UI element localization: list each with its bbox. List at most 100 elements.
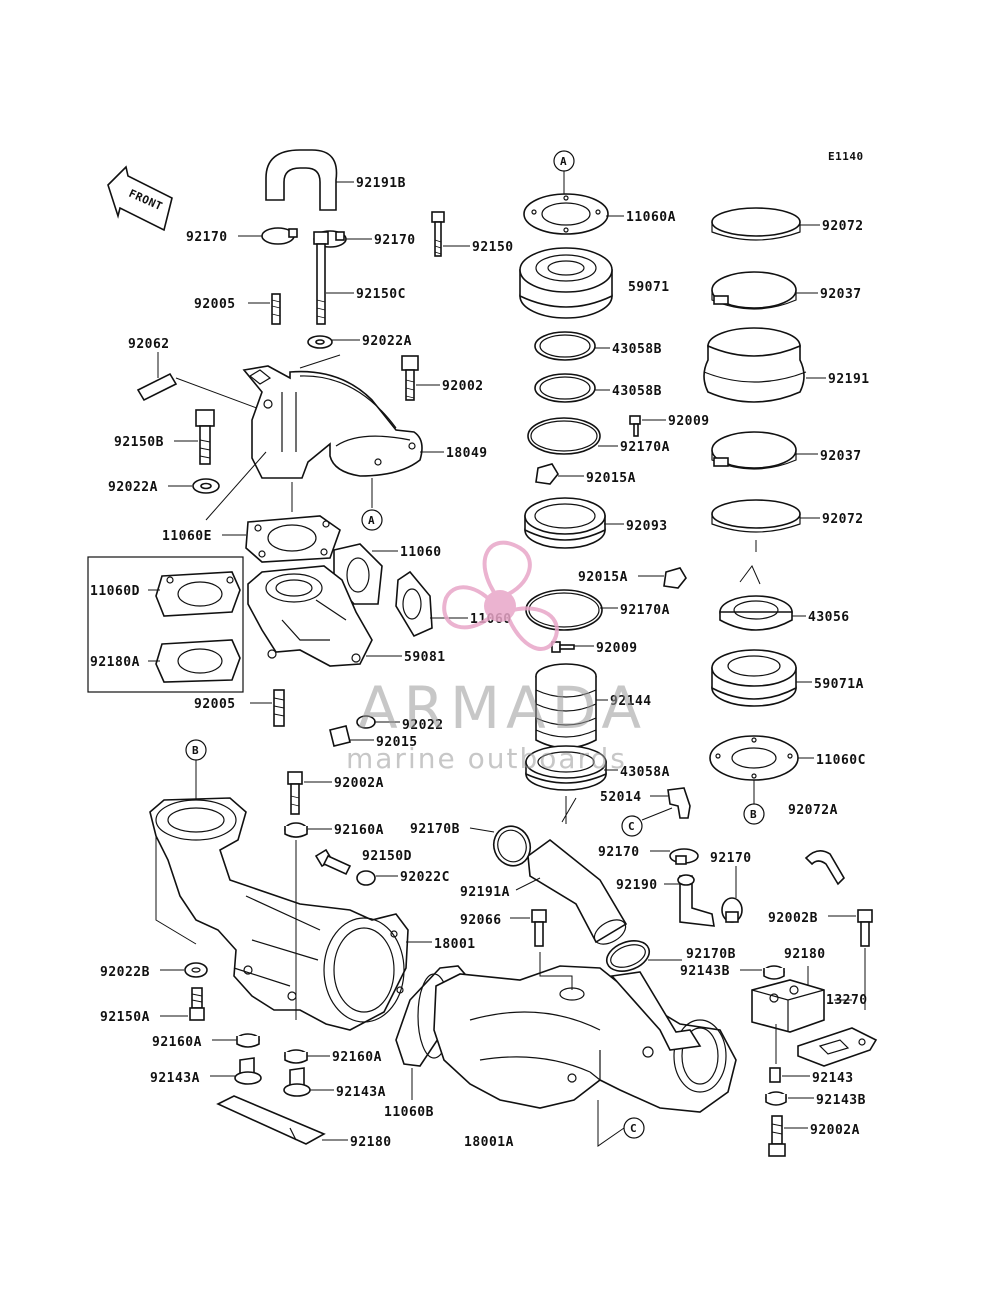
label-92180-right: 92180 [784,947,826,962]
label-92009-top: 92009 [668,414,710,429]
washer-92022C [356,870,376,886]
label-92160A-mid: 92160A [332,1050,382,1065]
label-92015A-b: 92015A [578,570,628,585]
label-92093: 92093 [626,519,668,534]
gasket-11060E [245,515,341,563]
label-92072-a: 92072 [822,219,864,234]
bolt-92002A-left [287,771,303,815]
label-92170-left: 92170 [186,230,228,245]
label-13270: 13270 [826,993,868,1008]
nut-92015A-b [663,567,687,589]
label-92022: 92022 [402,718,444,733]
gasket-11060D [155,571,241,617]
label-92037-b: 92037 [820,449,862,464]
screw-92009-lower [551,641,575,653]
housing-18001A [433,965,737,1113]
label-18049: 18049 [446,446,488,461]
mount-92143A-right [283,1067,311,1097]
pin-92062 [136,372,178,402]
label-92022B: 92022B [100,965,150,980]
clamp-92170A-a [527,417,601,455]
housing-59071 [519,247,613,319]
label-92170A-a: 92170A [620,440,670,455]
label-92191A: 92191A [460,885,510,900]
nut-92015A-a [535,463,559,485]
ref-marker-C-lower: C [623,1117,645,1139]
svg-text:A: A [560,155,567,168]
label-92191B: 92191B [356,176,406,191]
collar-92143B-lower [765,1091,787,1106]
label-43058B-b: 43058B [612,384,662,399]
watermark-brand: ARMADA [358,674,647,742]
flange-11060C [709,735,799,781]
bolt-92002 [401,355,419,401]
label-92015: 92015 [376,735,418,750]
svg-text:C: C [628,820,635,833]
front-arrow-icon: FRONT [107,165,173,232]
block-92180 [751,979,825,1033]
hose-92191B [265,149,338,211]
ref-marker-C-upper: C [621,815,643,837]
collar-92160A-top [284,822,308,838]
label-11060B: 11060B [384,1105,434,1120]
label-92170B-top: 92170B [410,822,460,837]
stud-92005-lower [273,689,285,727]
label-92037-a: 92037 [820,287,862,302]
label-92150D: 92150D [362,849,412,864]
bolt-92150D [314,848,352,876]
bolt-92002B [857,909,873,947]
label-52014: 52014 [600,790,642,805]
seal-43058A [525,745,607,791]
label-92143A-right: 92143A [336,1085,386,1100]
elbow-18049 [242,365,423,479]
label-43058B-a: 43058B [612,342,662,357]
label-11060E: 11060E [162,529,212,544]
washer-92022A-left [192,478,220,494]
label-18001A: 18001A [464,1135,514,1150]
watermark-tagline: marine outboards [346,742,627,775]
label-92022A-top: 92022A [362,334,412,349]
label-92143A-left: 92143A [150,1071,200,1086]
label-92144: 92144 [610,694,652,709]
gasket-92180A [155,639,241,683]
band-92072-b [711,499,801,533]
bolt-92150C [313,231,329,325]
boot-92093 [524,497,606,549]
label-92062: 92062 [128,337,170,352]
label-11060D: 11060D [90,584,140,599]
bolt-92066 [531,909,547,947]
pad-92180 [216,1095,326,1145]
clamp-92170B-lower [605,940,702,1051]
ring-43058B-b [534,373,596,403]
label-59071: 59071 [628,280,670,295]
label-92160A-top: 92160A [334,823,384,838]
label-92002A-right: 92002A [810,1123,860,1138]
svg-text:B: B [192,744,199,757]
label-92170B-lower: 92170B [686,947,736,962]
ring-43058B-a [534,331,596,361]
label-92005-top: 92005 [194,297,236,312]
label-92002A-left: 92002A [334,776,384,791]
bolt-92150A [189,987,205,1021]
collar-92160A-left [236,1033,260,1048]
svg-text:A: A [368,514,375,527]
label-92002: 92002 [442,379,484,394]
ref-marker-B-right: B [743,803,765,825]
ref-marker-B-left: B [185,739,207,761]
fitting-52014 [667,787,691,819]
label-92005-lower: 92005 [194,697,236,712]
clamp-92170-left [261,227,298,245]
label-92160A-left: 92160A [152,1035,202,1050]
svg-text:C: C [630,1122,637,1135]
bolt-92150B [195,409,215,465]
label-92143B-top: 92143B [680,964,730,979]
label-92170-d: 92170 [710,851,752,866]
label-92150C: 92150C [356,287,406,302]
housing-59081 [247,565,373,667]
label-92072-b: 92072 [822,512,864,527]
label-92150A: 92150A [100,1010,150,1025]
stud-92143 [769,1067,781,1083]
label-43058A: 43058A [620,765,670,780]
label-92066: 92066 [460,913,502,928]
plug-92015 [329,725,351,747]
